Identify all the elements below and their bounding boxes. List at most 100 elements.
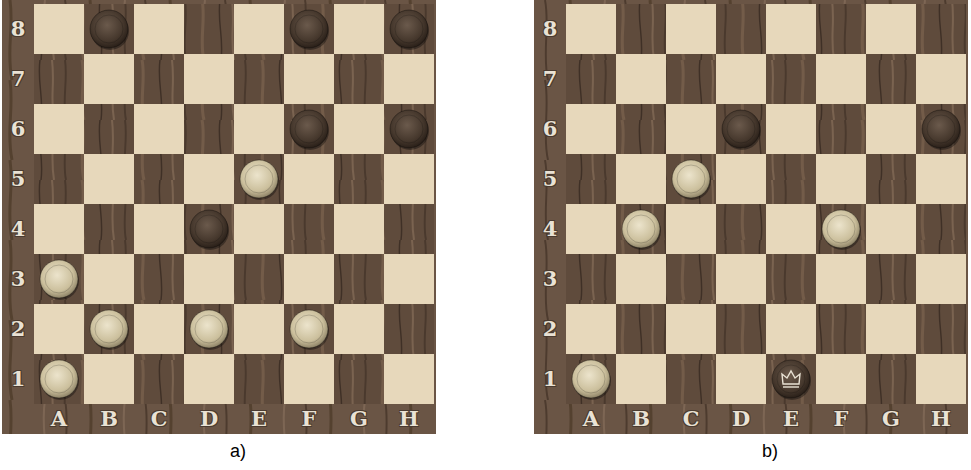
dark-square: [284, 304, 334, 354]
light-square: [666, 4, 716, 54]
piece-ring: [245, 165, 273, 193]
checker-piece: [822, 210, 860, 248]
light-square: [234, 204, 284, 254]
checker-piece: [622, 210, 660, 248]
rank-number: 6: [535, 116, 565, 142]
rank-number: 2: [535, 316, 565, 342]
light-square: [134, 204, 184, 254]
piece-ring: [45, 365, 73, 393]
light-square: [334, 4, 384, 54]
light-square: [384, 354, 434, 404]
rank-number: 4: [535, 216, 565, 242]
light-square: [916, 54, 966, 104]
dark-square: [916, 204, 966, 254]
piece-ring: [577, 365, 605, 393]
dark-square: [84, 104, 134, 154]
light-square: [134, 104, 184, 154]
light-square: [334, 104, 384, 154]
light-square: [234, 4, 284, 54]
file-letter: D: [726, 406, 756, 432]
light-square: [816, 154, 866, 204]
piece-ring: [195, 215, 223, 243]
checker-piece: [90, 310, 128, 348]
light-square: [766, 4, 816, 54]
piece-ring: [827, 215, 855, 243]
light-square: [566, 104, 616, 154]
light-square: [384, 254, 434, 304]
piece-ring: [95, 315, 123, 343]
light-square: [716, 254, 766, 304]
checker-piece: [190, 210, 228, 248]
king-crown: [782, 371, 800, 384]
king-crown: [783, 386, 799, 387]
rank-number: 5: [535, 166, 565, 192]
file-letter: A: [576, 406, 606, 432]
dark-square: [616, 204, 666, 254]
file-letter: H: [926, 406, 956, 432]
light-square: [866, 4, 916, 54]
file-letter: H: [394, 406, 424, 432]
piece-ring: [395, 115, 423, 143]
light-square: [84, 54, 134, 104]
file-letter: C: [676, 406, 706, 432]
dark-square: [184, 304, 234, 354]
dark-square: [816, 204, 866, 254]
dark-square: [184, 104, 234, 154]
dark-square: [616, 104, 666, 154]
light-square: [916, 154, 966, 204]
dark-square: [666, 354, 716, 404]
dark-square: [134, 154, 184, 204]
piece-ring: [295, 15, 323, 43]
light-square: [716, 54, 766, 104]
light-square: [716, 154, 766, 204]
dark-square: [566, 254, 616, 304]
rank-number: 4: [3, 216, 33, 242]
light-square: [234, 104, 284, 154]
file-letter: B: [94, 406, 124, 432]
file-letter: D: [194, 406, 224, 432]
dark-square: [34, 354, 84, 404]
dark-square: [916, 4, 966, 54]
dark-square: [284, 4, 334, 54]
dark-square: [384, 104, 434, 154]
dark-square: [666, 154, 716, 204]
checker-piece: [290, 10, 328, 48]
dark-square: [866, 354, 916, 404]
file-letter: F: [294, 406, 324, 432]
light-square: [34, 4, 84, 54]
dark-square: [766, 254, 816, 304]
piece-ring: [677, 165, 705, 193]
checker-piece: [390, 110, 428, 148]
light-square: [184, 354, 234, 404]
board: [534, 0, 968, 434]
light-square: [566, 204, 616, 254]
rank-number: 2: [3, 316, 33, 342]
dark-square: [766, 54, 816, 104]
dark-square: [816, 104, 866, 154]
dark-square: [816, 4, 866, 54]
light-square: [766, 104, 816, 154]
file-letter: A: [44, 406, 74, 432]
rank-number: 5: [3, 166, 33, 192]
light-square: [616, 54, 666, 104]
dark-square: [134, 54, 184, 104]
light-square: [866, 104, 916, 154]
light-square: [616, 254, 666, 304]
file-letter: C: [144, 406, 174, 432]
checker-piece: [922, 110, 960, 148]
light-square: [34, 304, 84, 354]
light-square: [84, 354, 134, 404]
dark-square: [616, 4, 666, 54]
light-square: [284, 254, 334, 304]
piece-ring: [927, 115, 955, 143]
light-square: [616, 154, 666, 204]
checker-piece: [40, 260, 78, 298]
rank-number: 6: [3, 116, 33, 142]
checker-piece: [772, 360, 810, 398]
light-square: [334, 304, 384, 354]
light-square: [766, 204, 816, 254]
light-square: [816, 254, 866, 304]
light-square: [666, 104, 716, 154]
light-square: [184, 154, 234, 204]
